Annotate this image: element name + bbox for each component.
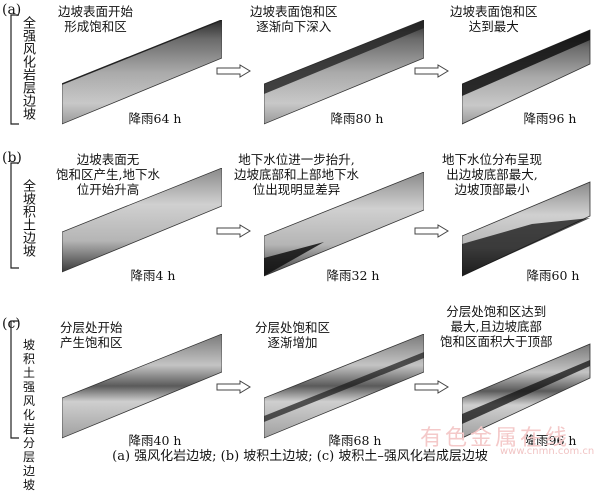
figure-caption: (a) 强风化岩边坡; (b) 坡积土边坡; (c) 坡积土–强风化岩成层边坡: [112, 449, 488, 464]
time-a1: 降雨64 h: [128, 111, 182, 126]
time-b2: 降雨32 h: [326, 268, 380, 283]
arrow-a2: [414, 64, 449, 78]
slope-panel-b2: [264, 172, 424, 280]
time-b3: 降雨60 h: [526, 268, 580, 283]
slope-panel-a3: [462, 20, 600, 128]
time-b1: 降雨4 h: [130, 268, 176, 283]
slope-panel-c3: [462, 334, 600, 442]
time-c2: 降雨68 h: [328, 433, 382, 448]
row-label-a: (a): [2, 2, 22, 18]
time-c1: 降雨40 h: [128, 433, 182, 448]
time-a2: 降雨80 h: [330, 111, 384, 126]
row-title-c: 坡积土强风化岩分层边坡: [22, 338, 35, 492]
note-a1: 边坡表面开始 形成饱和区: [58, 4, 134, 34]
time-c3: 降雨96 h: [523, 433, 577, 448]
arrow-a1: [216, 64, 251, 78]
slope-panel-b3: [462, 172, 600, 280]
note-b1: 边坡表面无 饱和区产生,地下水 位开始升高: [56, 152, 160, 197]
time-a3: 降雨96 h: [523, 111, 577, 126]
arrow-b2: [414, 224, 449, 238]
note-b3: 地下水位分布呈现 出边坡底部最大, 边坡顶部最小: [442, 152, 543, 197]
note-a2: 边坡表面饱和区 逐渐向下深入: [250, 4, 338, 34]
row-brace-c: [10, 320, 19, 439]
row-title-a: 全强风化岩层边坡: [20, 16, 35, 120]
note-a3: 边坡表面饱和区 达到最大: [450, 4, 538, 34]
arrow-c1: [216, 380, 251, 394]
note-c2: 分层处饱和区 逐渐增加: [255, 320, 331, 350]
row-brace-a: [10, 14, 19, 125]
watermark-url: www.cnmn.com.cn: [500, 446, 595, 457]
arrow-b1: [216, 224, 251, 238]
slope-panel-a1: [62, 20, 222, 128]
slope-panel-b1: [62, 168, 222, 276]
row-brace-b: [10, 162, 19, 269]
note-b2: 地下水位进一步抬升, 边坡底部和上部地下水 位出现明显差异: [234, 152, 360, 197]
row-label-b: (b): [2, 150, 22, 166]
watermark: 有色金属在线: [420, 426, 571, 451]
note-c3: 分层处饱和区达到 最大,且边坡底部 饱和区面积大于顶部: [440, 304, 553, 349]
arrow-c2: [414, 380, 449, 394]
slope-panel-c1: [62, 334, 222, 442]
slope-panel-c2: [264, 334, 424, 442]
note-c1: 分层处开始 产生饱和区: [60, 320, 123, 350]
row-title-b: 全坡积土边坡: [20, 179, 35, 257]
slope-panel-a2: [264, 20, 424, 128]
